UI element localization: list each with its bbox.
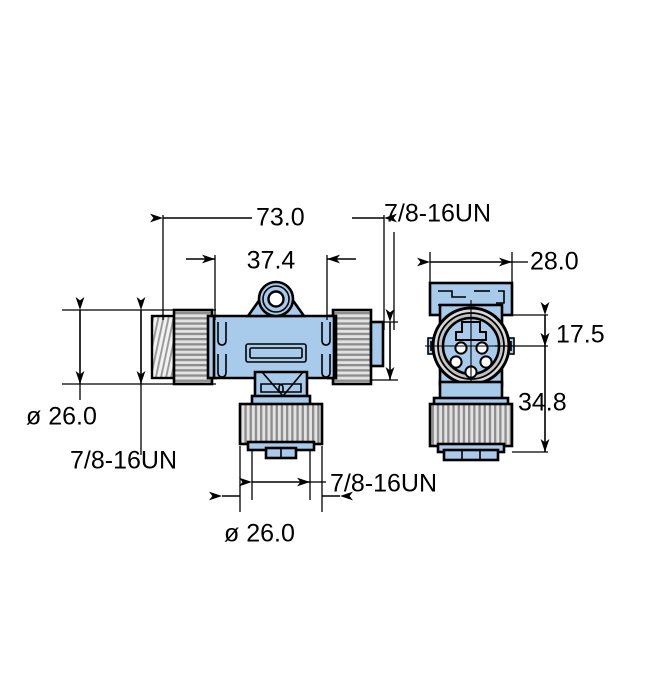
dimension-center-offset: 37.4 bbox=[186, 247, 356, 320]
front-view bbox=[150, 280, 385, 460]
thread-text-left: 7/8-16UN bbox=[70, 447, 177, 475]
side-thread-stub bbox=[442, 448, 500, 462]
entry-detail-1 bbox=[438, 290, 466, 298]
dimension-between-views bbox=[372, 309, 398, 381]
notch-right-upper bbox=[321, 322, 331, 346]
eyelet-bore bbox=[267, 290, 285, 308]
right-stub bbox=[369, 320, 385, 368]
dim-348-text: 34.8 bbox=[518, 389, 567, 417]
thread-text-bottom: 7/8-16UN bbox=[330, 470, 437, 498]
dimension-side-lower-height: 34.8 bbox=[512, 333, 567, 453]
pin-3 bbox=[449, 355, 463, 369]
dim-374-text: 37.4 bbox=[247, 247, 296, 275]
thread-text-top-right: 7/8-16UN bbox=[384, 200, 491, 228]
leg-slot-right bbox=[278, 383, 302, 393]
t-body bbox=[212, 314, 336, 402]
dim-d26-text: ø 26.0 bbox=[26, 403, 97, 431]
notch-left-upper bbox=[217, 322, 227, 346]
left-thread-sleeve bbox=[150, 314, 176, 380]
mounting-eyelet bbox=[245, 280, 307, 318]
label-plate-inner bbox=[249, 347, 303, 359]
side-coupling-nut bbox=[428, 402, 514, 448]
pin-1 bbox=[454, 341, 468, 355]
notch-left-lower bbox=[217, 354, 227, 378]
pin-2 bbox=[475, 341, 489, 355]
side-view bbox=[425, 281, 517, 462]
dim-73-text: 73.0 bbox=[256, 204, 305, 232]
thread-callout-top-right: 7/8-16UN bbox=[384, 200, 491, 330]
connector-face bbox=[425, 300, 517, 392]
left-connector bbox=[150, 308, 218, 386]
leg-slot-left bbox=[260, 383, 284, 393]
dim-bd26-text: ø 26.0 bbox=[224, 520, 295, 548]
pin-4 bbox=[479, 355, 493, 369]
bottom-connector bbox=[238, 394, 324, 460]
right-coupling-nut bbox=[331, 308, 373, 386]
thread-callout-bottom: 7/8-16UN bbox=[239, 450, 437, 500]
bottom-coupling-nut bbox=[238, 402, 324, 446]
dimension-bottom-diameter: ø 26.0 bbox=[209, 446, 353, 548]
dimension-overall-length: 73.0 bbox=[150, 204, 397, 330]
entry-detail-3 bbox=[496, 290, 505, 304]
dimension-side-width: 28.0 bbox=[417, 248, 579, 285]
notch-right-lower bbox=[321, 354, 331, 378]
thread-callout-left: 7/8-16UN bbox=[70, 447, 177, 475]
dim-175-text: 17.5 bbox=[556, 321, 605, 349]
left-coupling-nut bbox=[172, 308, 214, 386]
dim-28-text: 28.0 bbox=[530, 248, 579, 276]
